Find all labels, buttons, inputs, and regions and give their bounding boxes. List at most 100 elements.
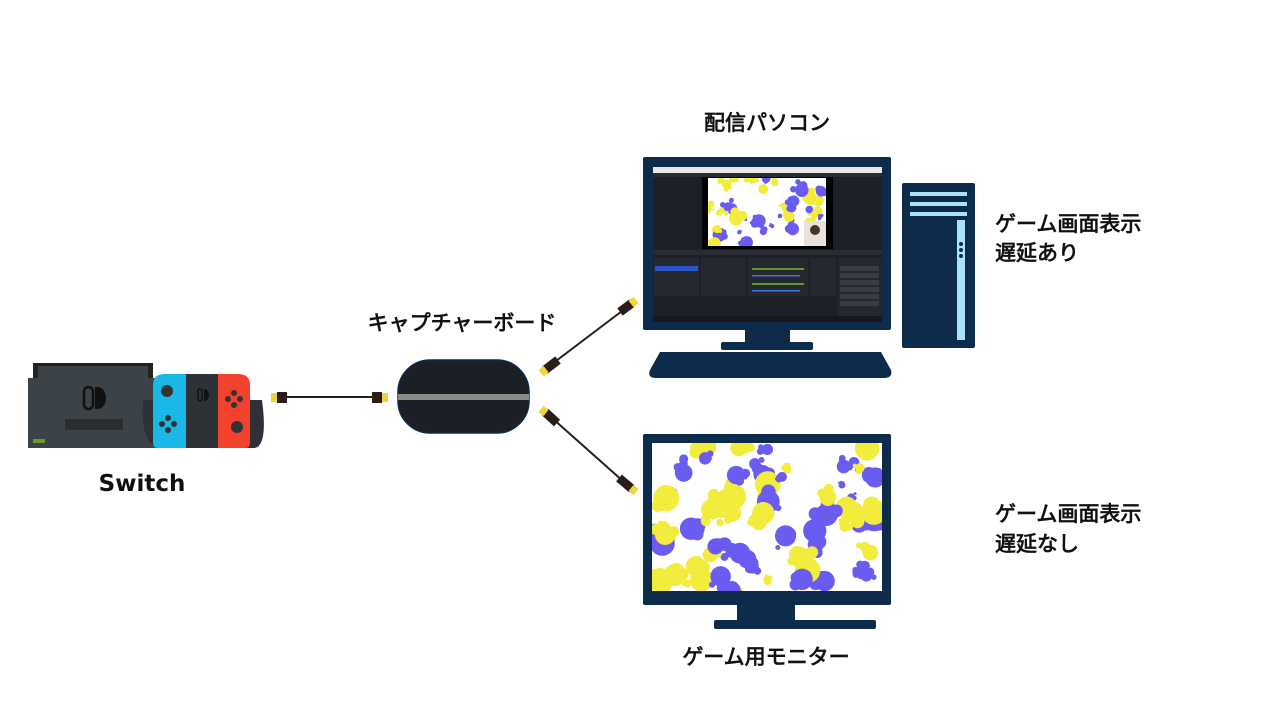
- switch-logo-icon: [82, 385, 106, 411]
- paint-splat: [865, 569, 868, 572]
- paint-splat: [739, 229, 741, 231]
- paint-splat: [709, 581, 716, 588]
- paint-splat: [720, 568, 723, 571]
- paint-splat: [855, 443, 869, 457]
- paint-splat: [765, 574, 769, 578]
- paint-splat: [690, 443, 698, 451]
- paint-splat: [817, 488, 827, 498]
- paint-splat: [717, 566, 720, 569]
- paint-splat: [843, 462, 849, 468]
- paint-splat: [844, 496, 853, 505]
- paint-splat: [778, 204, 781, 208]
- paint-splat: [790, 554, 804, 567]
- paint-splat: [727, 210, 729, 213]
- paint-splat: [709, 452, 713, 456]
- paint-splat: [726, 512, 736, 522]
- paint-splat: [847, 504, 853, 511]
- paint-splat: [816, 203, 820, 207]
- paint-splat: [865, 543, 871, 549]
- paint-splat: [853, 492, 857, 496]
- paint-splat: [871, 574, 877, 580]
- paint-splat: [871, 515, 881, 525]
- paint-splat: [734, 178, 739, 183]
- paint-splat: [719, 214, 722, 216]
- paint-splat: [659, 494, 671, 507]
- paint-splat: [708, 200, 713, 205]
- paint-splat: [708, 206, 712, 210]
- paint-splat: [839, 483, 845, 488]
- paint-splat: [759, 448, 764, 452]
- paint-splat: [805, 571, 811, 577]
- paint-splat: [728, 483, 737, 491]
- paint-splat: [692, 570, 701, 579]
- paint-splat: [758, 457, 765, 463]
- paint-splat: [715, 211, 720, 216]
- paint-splat: [716, 583, 726, 591]
- paint-splat: [763, 576, 768, 581]
- paint-splat: [721, 229, 727, 235]
- paint-splat: [691, 528, 704, 541]
- paint-splat: [709, 443, 717, 449]
- paint-splat: [712, 226, 716, 231]
- game-monitor-label: ゲーム用モニター: [682, 645, 849, 669]
- paint-splat: [749, 221, 753, 225]
- paint-splat: [707, 488, 720, 501]
- capture-board-device: [397, 359, 530, 434]
- paint-splat: [731, 198, 734, 200]
- paint-splat: [837, 481, 840, 484]
- paint-splat: [708, 508, 719, 518]
- paint-splat: [718, 575, 729, 585]
- paint-splat: [764, 493, 769, 498]
- paint-splat: [717, 569, 721, 573]
- paint-splat: [737, 443, 749, 450]
- paint-splat: [790, 186, 797, 193]
- paint-splat: [738, 211, 742, 216]
- paint-splat: [683, 525, 689, 532]
- paint-splat: [679, 454, 689, 464]
- switch-label: Switch: [99, 471, 186, 497]
- paint-splat: [673, 463, 682, 472]
- game-monitor: [643, 434, 891, 629]
- paint-splat: [783, 462, 789, 468]
- paint-splat: [700, 452, 710, 461]
- paint-splat: [752, 223, 757, 228]
- game-screen: [652, 443, 882, 591]
- paint-splat: [787, 196, 795, 204]
- paint-splat: [729, 200, 733, 204]
- paint-splat: [761, 450, 766, 454]
- paint-splat: [751, 218, 757, 224]
- paint-splat: [719, 233, 724, 238]
- paint-splat: [838, 516, 850, 528]
- paint-splat: [748, 514, 757, 523]
- paint-splat: [720, 545, 726, 551]
- paint-splat: [739, 232, 742, 235]
- monitor-display-note-line2: 遅延なし: [995, 532, 1079, 556]
- paint-splat: [740, 468, 751, 478]
- paint-splat: [764, 473, 772, 481]
- monitor-display-note-line1: ゲーム画面表示: [995, 502, 1141, 526]
- paint-splat: [727, 548, 738, 559]
- paint-splat: [801, 554, 814, 568]
- paint-splat: [818, 217, 822, 221]
- paint-splat: [686, 583, 690, 587]
- paint-splat: [712, 208, 715, 211]
- paint-splat: [763, 186, 768, 191]
- switch-console: [28, 363, 264, 448]
- paint-splat: [795, 179, 801, 185]
- paint-splat: [768, 499, 776, 506]
- paint-splat: [719, 537, 726, 544]
- paint-splat: [749, 178, 755, 183]
- hdmi-cable-capture-to-pc: [538, 296, 639, 377]
- paint-splat: [864, 574, 870, 579]
- paint-splat: [744, 563, 755, 574]
- paint-splat: [850, 514, 865, 529]
- paint-splat: [752, 214, 757, 219]
- paint-splat: [716, 209, 719, 212]
- paint-splat: [855, 468, 862, 475]
- paint-splat: [802, 575, 810, 583]
- paint-splat: [720, 209, 723, 212]
- paint-splat: [720, 202, 726, 208]
- paint-splat: [876, 468, 882, 473]
- paint-splat: [749, 241, 753, 245]
- keyboard: [649, 352, 892, 378]
